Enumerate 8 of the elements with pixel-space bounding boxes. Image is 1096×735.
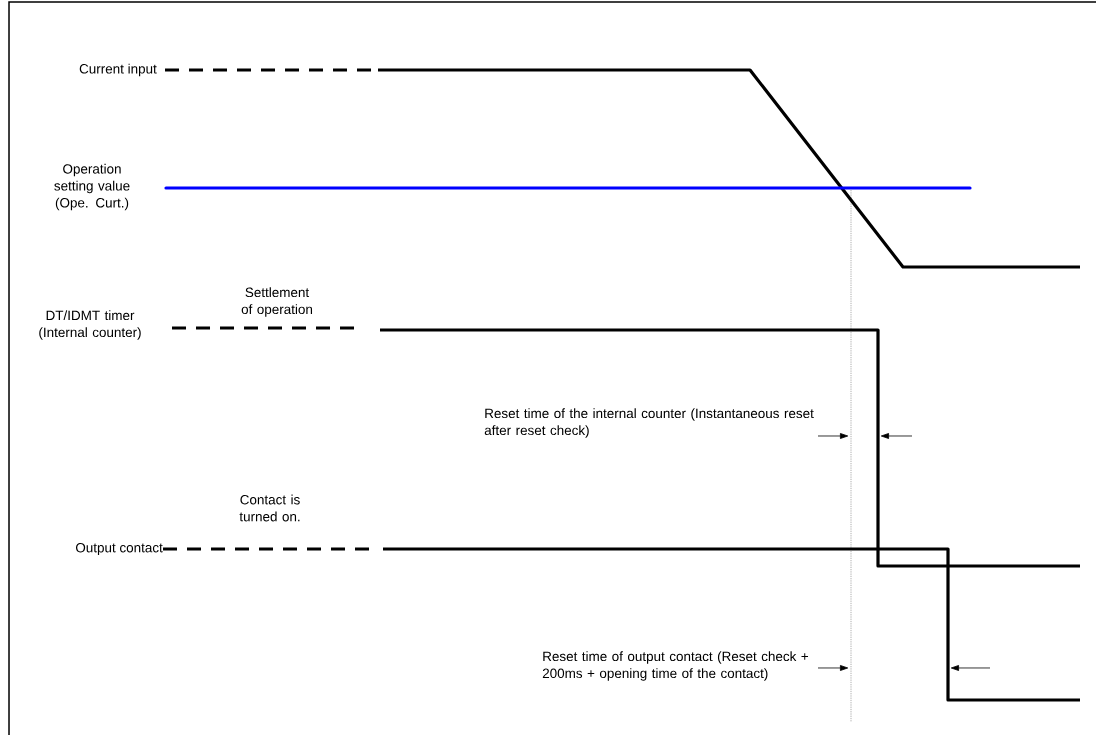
- signal-label: Operation setting value (Ope. Curt.): [54, 163, 130, 211]
- signal-label: Current input: [79, 63, 157, 77]
- signal-label: Settlement of operation: [241, 287, 312, 317]
- signal-label: Output contact: [75, 542, 163, 556]
- signal-label: Contact is turned on.: [239, 494, 300, 522]
- signal-label: Reset time of output contact (Reset check + 200ms + opening time of the contact): [542, 651, 808, 681]
- signal-label: DT/IDMT timer (Internal counter): [39, 310, 141, 340]
- signal-label: Reset time of the internal counter (Instantaneous reset after reset check): [484, 408, 814, 438]
